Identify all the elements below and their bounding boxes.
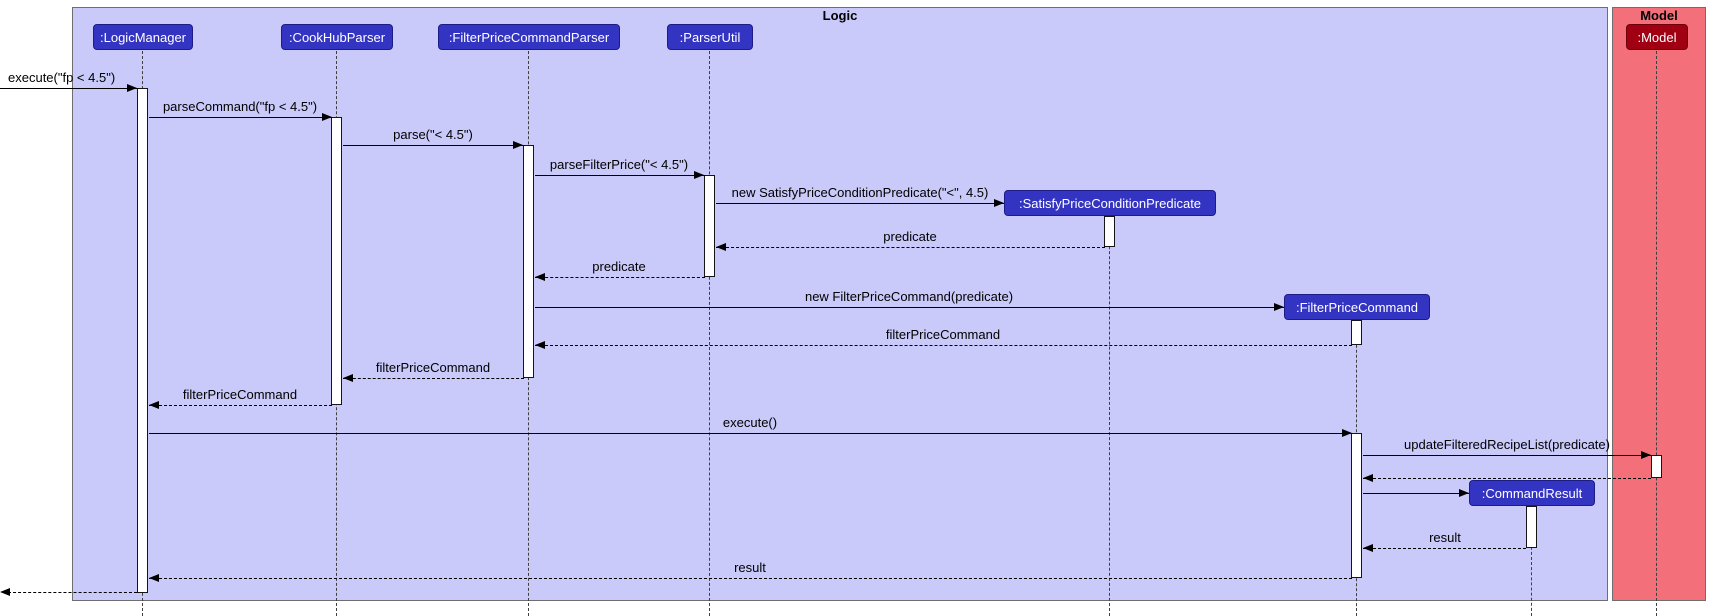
message-result-return2-line bbox=[149, 578, 1352, 579]
message-execute-fp-line bbox=[0, 88, 138, 89]
message-new-filterpricecommand-line bbox=[535, 307, 1284, 308]
activation-satisfypriceconditionpredicate bbox=[1104, 216, 1115, 247]
participant-satisfypriceconditionpredicate: :SatisfyPriceConditionPredicate bbox=[1004, 190, 1216, 216]
message-parse-label: parse("< 4.5") bbox=[393, 127, 473, 142]
logic-frame-title: Logic bbox=[822, 8, 858, 23]
message-executecmd-label: execute() bbox=[722, 415, 778, 430]
message-parsefilterprice-line bbox=[535, 175, 705, 176]
participant-logicmanager: :LogicManager bbox=[93, 24, 193, 50]
activation-model bbox=[1651, 455, 1662, 478]
participant-filterpricecommand: :FilterPriceCommand bbox=[1284, 294, 1430, 320]
message-filterpricecommand-return3-label: filterPriceCommand bbox=[182, 387, 298, 402]
message-filterpricecommand-return1-arrowhead bbox=[535, 341, 545, 349]
message-predicate-return1-label: predicate bbox=[883, 229, 937, 244]
message-filterpricecommand-return2-label: filterPriceCommand bbox=[375, 360, 491, 375]
message-new-filterpricecommand-arrowhead bbox=[1274, 303, 1284, 311]
participant-commandresult: :CommandResult bbox=[1469, 480, 1595, 506]
message-final-return-line bbox=[8, 592, 137, 593]
message-parsecommand-line bbox=[149, 117, 332, 118]
activation-parserutil bbox=[704, 175, 715, 277]
lifeline-parserutil bbox=[709, 51, 710, 616]
participant-logicmanager-label: :LogicManager bbox=[100, 29, 186, 45]
message-parsefilterprice-label: parseFilterPrice("< 4.5") bbox=[549, 157, 689, 172]
message-new-satisfypredicate-arrowhead bbox=[994, 199, 1004, 207]
message-result-return1-label: result bbox=[1429, 530, 1461, 545]
activation-commandresult bbox=[1526, 506, 1537, 548]
message-filterpricecommand-return1-label: filterPriceCommand bbox=[885, 327, 1001, 342]
participant-filterpricecommandparser-label: :FilterPriceCommandParser bbox=[448, 29, 610, 45]
lifeline-model bbox=[1656, 51, 1657, 616]
participant-filterpricecommand-label: :FilterPriceCommand bbox=[1295, 299, 1419, 315]
message-updatefilteredrecipelist-line bbox=[1363, 455, 1651, 456]
message-predicate-return2-line bbox=[535, 277, 705, 278]
model-frame-title: Model bbox=[1640, 8, 1678, 23]
message-result-return2-arrowhead bbox=[149, 574, 159, 582]
message-model-return-line bbox=[1363, 478, 1651, 479]
message-filterpricecommand-return1-line bbox=[535, 345, 1352, 346]
message-parsecommand-arrowhead bbox=[322, 113, 332, 121]
participant-cookhubparser-label: :CookHubParser bbox=[288, 29, 386, 45]
message-parse-arrowhead bbox=[513, 141, 523, 149]
message-filterpricecommand-return2-arrowhead bbox=[343, 374, 353, 382]
participant-parserutil-label: :ParserUtil bbox=[679, 29, 741, 45]
lifeline-satisfypriceconditionpredicate bbox=[1109, 216, 1110, 616]
activation-filterpricecommand-execute bbox=[1351, 433, 1362, 578]
activation-logicmanager bbox=[137, 88, 148, 593]
activation-cookhubparser bbox=[331, 117, 342, 405]
message-result-return2-label: result bbox=[734, 560, 766, 575]
lifeline-commandresult bbox=[1531, 506, 1532, 616]
message-updatefilteredrecipelist-arrowhead bbox=[1641, 451, 1651, 459]
message-updatefilteredrecipelist-label: updateFilteredRecipeList(predicate) bbox=[1404, 437, 1610, 452]
message-predicate-return1-line bbox=[716, 247, 1105, 248]
message-filterpricecommand-return3-arrowhead bbox=[149, 401, 159, 409]
activation-filterpricecommandparser bbox=[523, 145, 534, 378]
message-execute-fp-arrowhead bbox=[127, 84, 137, 92]
message-executecmd-line bbox=[149, 433, 1352, 434]
participant-commandresult-label: :CommandResult bbox=[1481, 485, 1583, 501]
message-filterpricecommand-return2-line bbox=[343, 378, 524, 379]
model-frame bbox=[1612, 7, 1706, 601]
participant-parserutil: :ParserUtil bbox=[667, 24, 753, 50]
message-execute-fp-label: execute("fp < 4.5") bbox=[8, 70, 116, 85]
message-new-commandresult-line bbox=[1363, 493, 1469, 494]
activation-filterpricecommand-create bbox=[1351, 320, 1362, 345]
message-filterpricecommand-return3-line bbox=[149, 405, 332, 406]
participant-cookhubparser: :CookHubParser bbox=[281, 24, 393, 50]
message-model-return-arrowhead bbox=[1363, 474, 1373, 482]
message-new-filterpricecommand-label: new FilterPriceCommand(predicate) bbox=[804, 289, 1014, 304]
participant-filterpricecommandparser: :FilterPriceCommandParser bbox=[438, 24, 620, 50]
message-result-return1-line bbox=[1363, 548, 1526, 549]
message-predicate-return1-arrowhead bbox=[716, 243, 726, 251]
message-parsecommand-label: parseCommand("fp < 4.5") bbox=[162, 99, 318, 114]
message-parse-line bbox=[343, 145, 524, 146]
message-predicate-return2-arrowhead bbox=[535, 273, 545, 281]
message-new-satisfypredicate-line bbox=[716, 203, 1004, 204]
participant-model-label: :Model bbox=[1637, 29, 1677, 45]
message-new-commandresult-arrowhead bbox=[1459, 489, 1469, 497]
message-parsefilterprice-arrowhead bbox=[694, 171, 704, 179]
message-predicate-return2-label: predicate bbox=[592, 259, 646, 274]
participant-model: :Model bbox=[1626, 24, 1688, 50]
message-result-return1-arrowhead bbox=[1363, 544, 1373, 552]
participant-satisfypriceconditionpredicate-label: :SatisfyPriceConditionPredicate bbox=[1018, 195, 1202, 211]
message-executecmd-arrowhead bbox=[1342, 429, 1352, 437]
message-final-return-arrowhead bbox=[0, 588, 10, 596]
message-new-satisfypredicate-label: new SatisfyPriceConditionPredicate("<", … bbox=[731, 185, 989, 200]
